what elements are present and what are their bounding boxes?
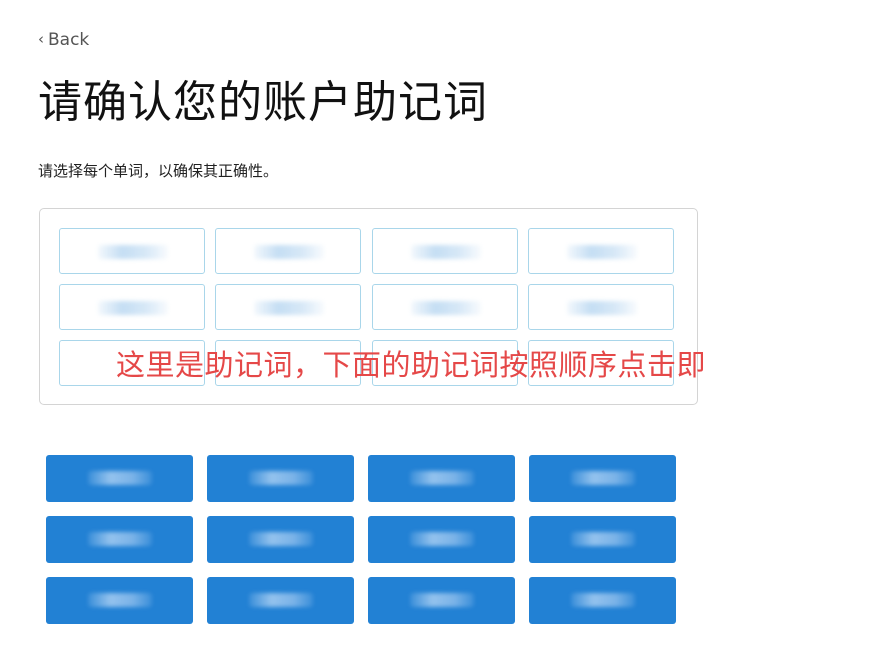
- word-button-6[interactable]: [207, 516, 354, 563]
- word-slot-10[interactable]: [215, 340, 361, 386]
- page-title: 请确认您的账户助记词: [38, 77, 488, 128]
- redacted-word: [567, 301, 637, 315]
- word-slot-5[interactable]: [59, 284, 205, 330]
- redacted-word: [249, 471, 313, 485]
- word-button-4[interactable]: [529, 455, 676, 502]
- redacted-word: [254, 301, 324, 315]
- back-label: Back: [48, 30, 90, 50]
- redacted-word: [98, 245, 168, 259]
- word-button-1[interactable]: [46, 455, 193, 502]
- word-button-2[interactable]: [207, 455, 354, 502]
- redacted-word: [571, 532, 635, 546]
- word-slot-4[interactable]: [528, 228, 674, 274]
- redacted-word: [88, 593, 152, 607]
- redacted-word: [567, 245, 637, 259]
- redacted-word: [88, 471, 152, 485]
- word-button-5[interactable]: [46, 516, 193, 563]
- redacted-word: [411, 301, 481, 315]
- word-button-3[interactable]: [368, 455, 515, 502]
- redacted-word: [410, 532, 474, 546]
- redacted-word: [249, 593, 313, 607]
- redacted-word: [88, 532, 152, 546]
- word-slot-11[interactable]: [372, 340, 518, 386]
- selected-words-box: [39, 208, 698, 405]
- instructions-text: 请选择每个单词，以确保其正确性。: [38, 162, 279, 180]
- word-button-11[interactable]: [368, 577, 515, 624]
- redacted-word: [98, 301, 168, 315]
- word-slot-1[interactable]: [59, 228, 205, 274]
- word-slot-7[interactable]: [372, 284, 518, 330]
- word-button-8[interactable]: [529, 516, 676, 563]
- redacted-word: [249, 532, 313, 546]
- word-button-12[interactable]: [529, 577, 676, 624]
- word-button-7[interactable]: [368, 516, 515, 563]
- redacted-word: [410, 593, 474, 607]
- redacted-word: [411, 245, 481, 259]
- redacted-word: [410, 471, 474, 485]
- word-slot-12[interactable]: [528, 340, 674, 386]
- chevron-left-icon: ‹: [38, 29, 44, 48]
- annotation-text: 这里是助记词，下面的助记词按照顺序点击即: [116, 348, 707, 382]
- word-slot-9[interactable]: [59, 340, 205, 386]
- redacted-word: [254, 245, 324, 259]
- word-slot-6[interactable]: [215, 284, 361, 330]
- redacted-word: [571, 471, 635, 485]
- back-link[interactable]: ‹ Back: [38, 30, 89, 50]
- word-slot-2[interactable]: [215, 228, 361, 274]
- word-slot-3[interactable]: [372, 228, 518, 274]
- redacted-word: [571, 593, 635, 607]
- word-button-10[interactable]: [207, 577, 354, 624]
- word-button-9[interactable]: [46, 577, 193, 624]
- word-slot-8[interactable]: [528, 284, 674, 330]
